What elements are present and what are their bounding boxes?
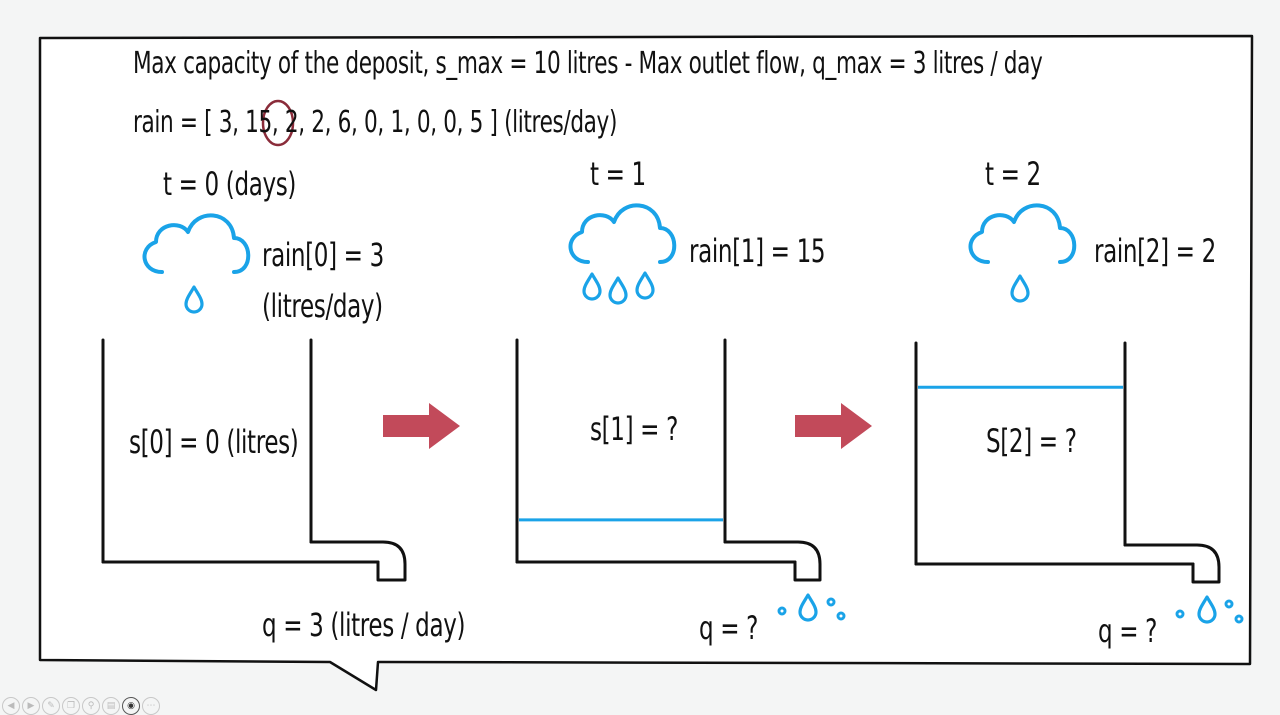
outflow-label-1: q = ? xyxy=(699,609,759,647)
outflow-label-2: q = ? xyxy=(1098,612,1158,650)
highlight-circle xyxy=(261,99,295,147)
time-label-2: t = 2 xyxy=(985,155,1041,193)
next-icon[interactable]: ▶ xyxy=(22,697,40,715)
time-label-1: t = 1 xyxy=(590,155,646,193)
more-icon[interactable]: ⋯ xyxy=(142,697,160,715)
tank-2 xyxy=(914,341,1221,584)
tank-0 xyxy=(101,338,407,582)
camera-icon[interactable]: ◉ xyxy=(122,697,140,715)
capacity-text: Max capacity of the deposit, s_max = 10 … xyxy=(133,46,1043,81)
storage-label-0: s[0] = 0 (litres) xyxy=(129,423,299,461)
tank-1 xyxy=(515,338,822,582)
copy-icon[interactable]: ❐ xyxy=(62,697,80,715)
rain-label-1: rain[1] = 15 xyxy=(689,232,826,270)
presentation-toolbar: ◀ ▶ ✎ ❐ ⚲ ▤ ◉ ⋯ xyxy=(2,697,160,715)
rain-label-2: rain[2] = 2 xyxy=(1094,232,1216,270)
rain-series-text: rain = [ 3, 15, 2, 2, 6, 0, 1, 0, 0, 5 ]… xyxy=(133,105,618,140)
rain-unit-label-0: (litres/day) xyxy=(262,287,383,325)
storage-label-1: s[1] = ? xyxy=(590,410,678,448)
prev-icon[interactable]: ◀ xyxy=(2,697,20,715)
zoom-icon[interactable]: ⚲ xyxy=(82,697,100,715)
slides-icon[interactable]: ▤ xyxy=(102,697,120,715)
storage-label-2: S[2] = ? xyxy=(986,422,1077,460)
outflow-drops-1 xyxy=(777,593,846,622)
outflow-drops-2 xyxy=(1175,595,1244,624)
time-label-0: t = 0 (days) xyxy=(163,165,297,203)
rain-label-0: rain[0] = 3 xyxy=(262,236,384,274)
pen-icon[interactable]: ✎ xyxy=(42,697,60,715)
speech-bubble-frame xyxy=(38,34,1254,692)
outflow-label-0: q = 3 (litres / day) xyxy=(262,606,466,644)
